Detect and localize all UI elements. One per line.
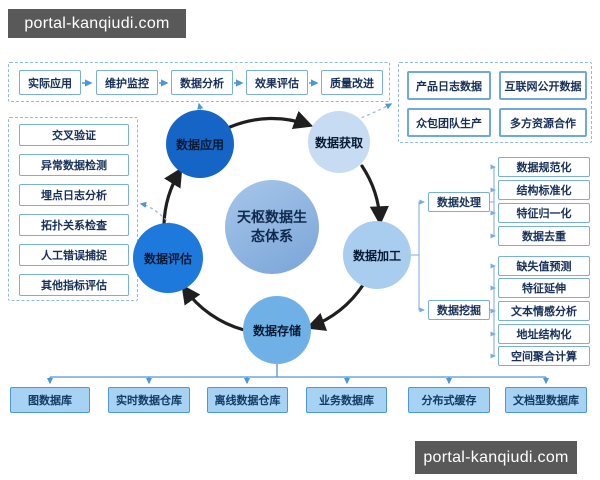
processing-item-box: 特征归一化 bbox=[498, 203, 590, 223]
hub-title: 天枢数据生态体系 bbox=[237, 209, 307, 244]
flow-step-box: 数据分析 bbox=[171, 70, 233, 95]
cycle-arrows bbox=[162, 110, 389, 332]
fanout-links bbox=[411, 164, 496, 359]
storage-db-box: 文档型数据库 bbox=[505, 387, 587, 413]
mining-item-box: 空间聚合计算 bbox=[498, 346, 590, 366]
lifecycle-flow-panel: 实际应用 维护监控 数据分析 效果评估 质量改进 bbox=[8, 62, 390, 102]
method-box: 交叉验证 bbox=[19, 124, 129, 146]
method-box: 埋点日志分析 bbox=[19, 184, 129, 206]
flow-step-box: 质量改进 bbox=[321, 70, 383, 95]
hub-circle: 天枢数据生态体系 bbox=[225, 180, 319, 274]
processing-node: 数据处理 bbox=[428, 192, 490, 212]
processing-item-box: 结构标准化 bbox=[498, 180, 590, 200]
processing-item-box: 数据去重 bbox=[498, 226, 590, 246]
flow-step-box: 效果评估 bbox=[246, 70, 308, 95]
storage-db-box: 业务数据库 bbox=[306, 387, 387, 413]
mining-item-box: 缺失值预测 bbox=[498, 256, 590, 276]
watermark-bottom: portal-kanqiudi.com bbox=[415, 441, 577, 474]
flow-step-box: 维护监控 bbox=[96, 70, 158, 95]
source-box: 众包团队生产 bbox=[407, 108, 491, 137]
cycle-node-process: 数据加工 bbox=[343, 221, 411, 289]
method-box: 人工错误捕捉 bbox=[19, 244, 129, 266]
processing-item-box: 数据规范化 bbox=[498, 157, 590, 177]
mining-item-box: 特征延伸 bbox=[498, 278, 590, 298]
method-box: 其他指标评估 bbox=[19, 274, 129, 296]
flow-step-box: 实际应用 bbox=[19, 70, 81, 95]
mining-item-box: 地址结构化 bbox=[498, 324, 590, 344]
mining-node: 数据挖掘 bbox=[428, 300, 490, 320]
cycle-node-apply: 数据应用 bbox=[166, 110, 234, 178]
evaluation-methods-panel: 交叉验证 异常数据检测 埋点日志分析 拓扑关系检查 人工错误捕捉 其他指标评估 bbox=[8, 117, 138, 301]
source-box: 多方资源合作 bbox=[499, 108, 587, 137]
method-box: 拓扑关系检查 bbox=[19, 214, 129, 236]
cycle-node-acquire: 数据获取 bbox=[308, 111, 370, 173]
storage-tree bbox=[46, 363, 550, 385]
acquisition-sources-panel: 产品日志数据 互联网公开数据 众包团队生产 多方资源合作 bbox=[398, 62, 592, 143]
method-box: 异常数据检测 bbox=[19, 154, 129, 176]
source-box: 产品日志数据 bbox=[407, 71, 491, 100]
source-box: 互联网公开数据 bbox=[499, 71, 587, 100]
storage-db-box: 图数据库 bbox=[10, 387, 90, 413]
storage-db-box: 分布式缓存 bbox=[408, 387, 490, 413]
cycle-node-evaluate: 数据评估 bbox=[133, 223, 203, 293]
storage-db-box: 离线数据仓库 bbox=[207, 387, 288, 413]
mining-item-box: 文本情感分析 bbox=[498, 301, 590, 321]
cycle-node-store: 数据存储 bbox=[243, 296, 311, 364]
storage-db-box: 实时数据仓库 bbox=[108, 387, 190, 413]
watermark-top: portal-kanqiudi.com bbox=[8, 9, 186, 38]
